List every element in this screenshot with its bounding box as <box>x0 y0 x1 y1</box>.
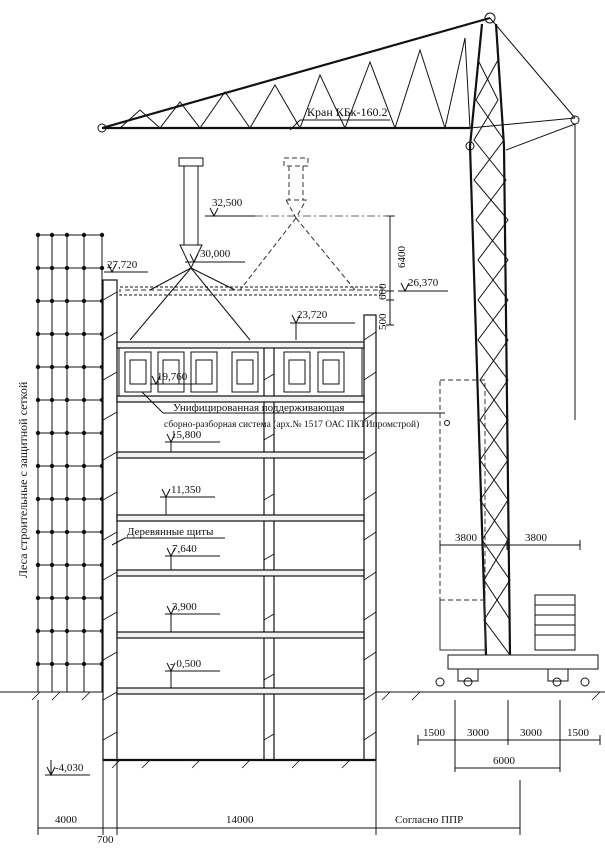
elev-30000-label: 30,000 <box>200 248 231 260</box>
dim-500: 500 <box>377 313 389 330</box>
dim-vertical-stack: 6400 600 500 <box>255 215 408 330</box>
support-system <box>118 347 363 397</box>
elev-27720-label: 27,720 <box>107 259 138 271</box>
slab-0500 <box>116 687 365 695</box>
elev-26370-label: 26,370 <box>408 277 439 289</box>
support-system-callout: Унифицированная поддерживающая сборно-ра… <box>141 391 450 430</box>
slab-11350 <box>116 514 365 522</box>
dim-bottom-chain: 4000 700 14000 Согласно ППР <box>37 700 521 846</box>
elev-4030-label: -4,030 <box>55 762 84 774</box>
elev-23720-label: 23,720 <box>297 309 328 321</box>
dim-1500-right: 1500 <box>567 727 590 739</box>
hook-solid <box>129 157 251 341</box>
elev-30000: 30,000 <box>185 248 245 264</box>
dim-3000-right: 3000 <box>520 727 543 739</box>
elev-27720: 27,720 <box>104 259 148 274</box>
elev-32500: 32,500 <box>205 197 255 218</box>
left-wall <box>102 279 118 761</box>
elev-7640: 7,640 <box>165 543 220 570</box>
support-system-label-1: Унифицированная поддерживающая <box>173 402 344 414</box>
elev-32500-label: 32,500 <box>212 197 243 209</box>
dim-700: 700 <box>97 834 114 846</box>
elev-19760: 19,760 <box>150 371 200 386</box>
scaffold <box>35 232 105 693</box>
crane <box>97 12 599 687</box>
dim-crane-base: 1500 3000 3000 1500 6000 <box>417 700 601 772</box>
dim-6000: 6000 <box>493 755 516 767</box>
elev-4030: -4,030 <box>45 760 90 777</box>
building <box>102 279 377 769</box>
dim-4000: 4000 <box>55 814 78 826</box>
lifted-panel <box>119 286 383 296</box>
elev-15800-label: 15,800 <box>171 429 202 441</box>
dim-3000-left: 3000 <box>467 727 490 739</box>
hook-dashed <box>239 157 356 291</box>
dim-600: 600 <box>377 283 389 300</box>
elev-0500-label: - 0,500 <box>170 658 202 670</box>
dim-3800-left: 3800 <box>455 532 478 544</box>
dim-3800-right: 3800 <box>525 532 548 544</box>
elev-3900: 3,900 <box>165 601 220 632</box>
crane-label: Кран КБк-160.2 <box>307 105 387 119</box>
support-system-label-2: сборно-разборная система (арх.№ 1517 ОАС… <box>164 419 419 430</box>
elev-15800: 15,800 <box>165 429 220 452</box>
dim-crane-3800: 3800 3800 <box>439 532 581 550</box>
wood-panels-callout: Деревянные щиты <box>111 526 225 546</box>
elev-7640-label: 7,640 <box>172 543 197 555</box>
elev-3900-label: 3,900 <box>172 601 197 613</box>
slab-15800 <box>116 451 365 459</box>
dim-1500-left: 1500 <box>423 727 446 739</box>
scaffold-label: Леса строительные с защитной сеткой <box>16 381 30 578</box>
elev-23720: 23,720 <box>290 309 355 340</box>
elev-19760-label: 19,760 <box>157 371 188 383</box>
dim-6400: 6400 <box>396 246 408 269</box>
slab-7640 <box>116 569 365 577</box>
slab-3900 <box>116 631 365 639</box>
dim-ppr: Согласно ППР <box>395 814 463 826</box>
dim-14000: 14000 <box>226 814 254 826</box>
elev-0500: - 0,500 <box>165 658 220 688</box>
elev-26370: 26,370 <box>398 277 448 293</box>
elev-11350-label: 11,350 <box>171 484 201 496</box>
elev-11350: 11,350 <box>160 484 215 515</box>
wood-panels-label: Деревянные щиты <box>127 526 214 538</box>
slab-roof <box>116 341 365 349</box>
